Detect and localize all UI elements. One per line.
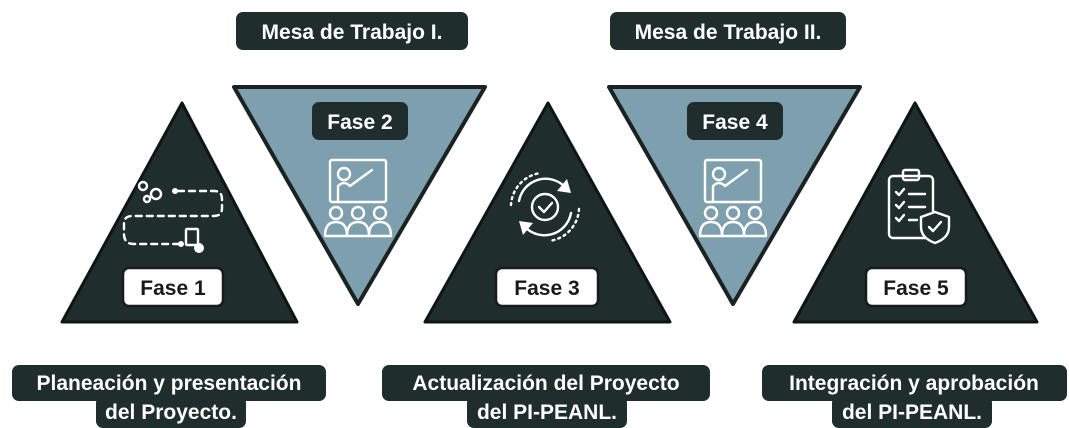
svg-text:Fase 5: Fase 5 bbox=[883, 277, 949, 300]
header-mesa-1-text: Mesa de Trabajo I. bbox=[262, 21, 443, 44]
teacher-audience-icon bbox=[323, 158, 393, 238]
header-mesa-2: Mesa de Trabajo II. bbox=[610, 12, 846, 50]
caption-phase-1: Planeación y presentación del Proyecto. bbox=[12, 365, 326, 428]
caption-phase-5: Integración y aprobación del PI-PEANL. bbox=[762, 365, 1067, 428]
caption-phase-3: Actualización del Proyecto del PI-PEANL. bbox=[382, 365, 710, 428]
svg-text:Fase 3: Fase 3 bbox=[514, 277, 579, 300]
teacher-audience-icon bbox=[698, 158, 768, 238]
svg-text:del Proyecto.: del Proyecto. bbox=[105, 401, 237, 424]
phase-2-triangle bbox=[232, 85, 487, 306]
svg-text:Fase 4: Fase 4 bbox=[702, 111, 768, 134]
svg-text:del PI-PEANL.: del PI-PEANL. bbox=[842, 401, 982, 424]
svg-text:Fase 1: Fase 1 bbox=[140, 277, 206, 300]
phase-5-label: Fase 5 bbox=[864, 266, 968, 308]
refresh-check-icon bbox=[509, 171, 581, 243]
phase-4-triangle bbox=[607, 85, 862, 306]
workflow-icon bbox=[122, 180, 224, 253]
phase-1-triangle bbox=[60, 101, 299, 324]
phase-3-triangle bbox=[423, 101, 672, 324]
clipboard-shield-icon bbox=[887, 168, 951, 245]
svg-text:Fase 2: Fase 2 bbox=[327, 111, 392, 134]
svg-text:Actualización del Proyecto: Actualización del Proyecto bbox=[412, 372, 679, 395]
phase-4-label: Fase 4 bbox=[687, 102, 783, 140]
svg-text:Planeación y presentación: Planeación y presentación bbox=[37, 372, 302, 395]
svg-text:del PI-PEANL.: del PI-PEANL. bbox=[477, 401, 617, 424]
header-mesa-2-text: Mesa de Trabajo II. bbox=[635, 21, 822, 44]
phase-3-label: Fase 3 bbox=[494, 266, 600, 308]
svg-text:Integración y aprobación: Integración y aprobación bbox=[789, 372, 1039, 395]
phase-5-triangle bbox=[792, 101, 1039, 324]
phase-2-label: Fase 2 bbox=[312, 102, 408, 140]
phase-1-label: Fase 1 bbox=[121, 266, 225, 308]
header-mesa-1: Mesa de Trabajo I. bbox=[236, 12, 468, 50]
